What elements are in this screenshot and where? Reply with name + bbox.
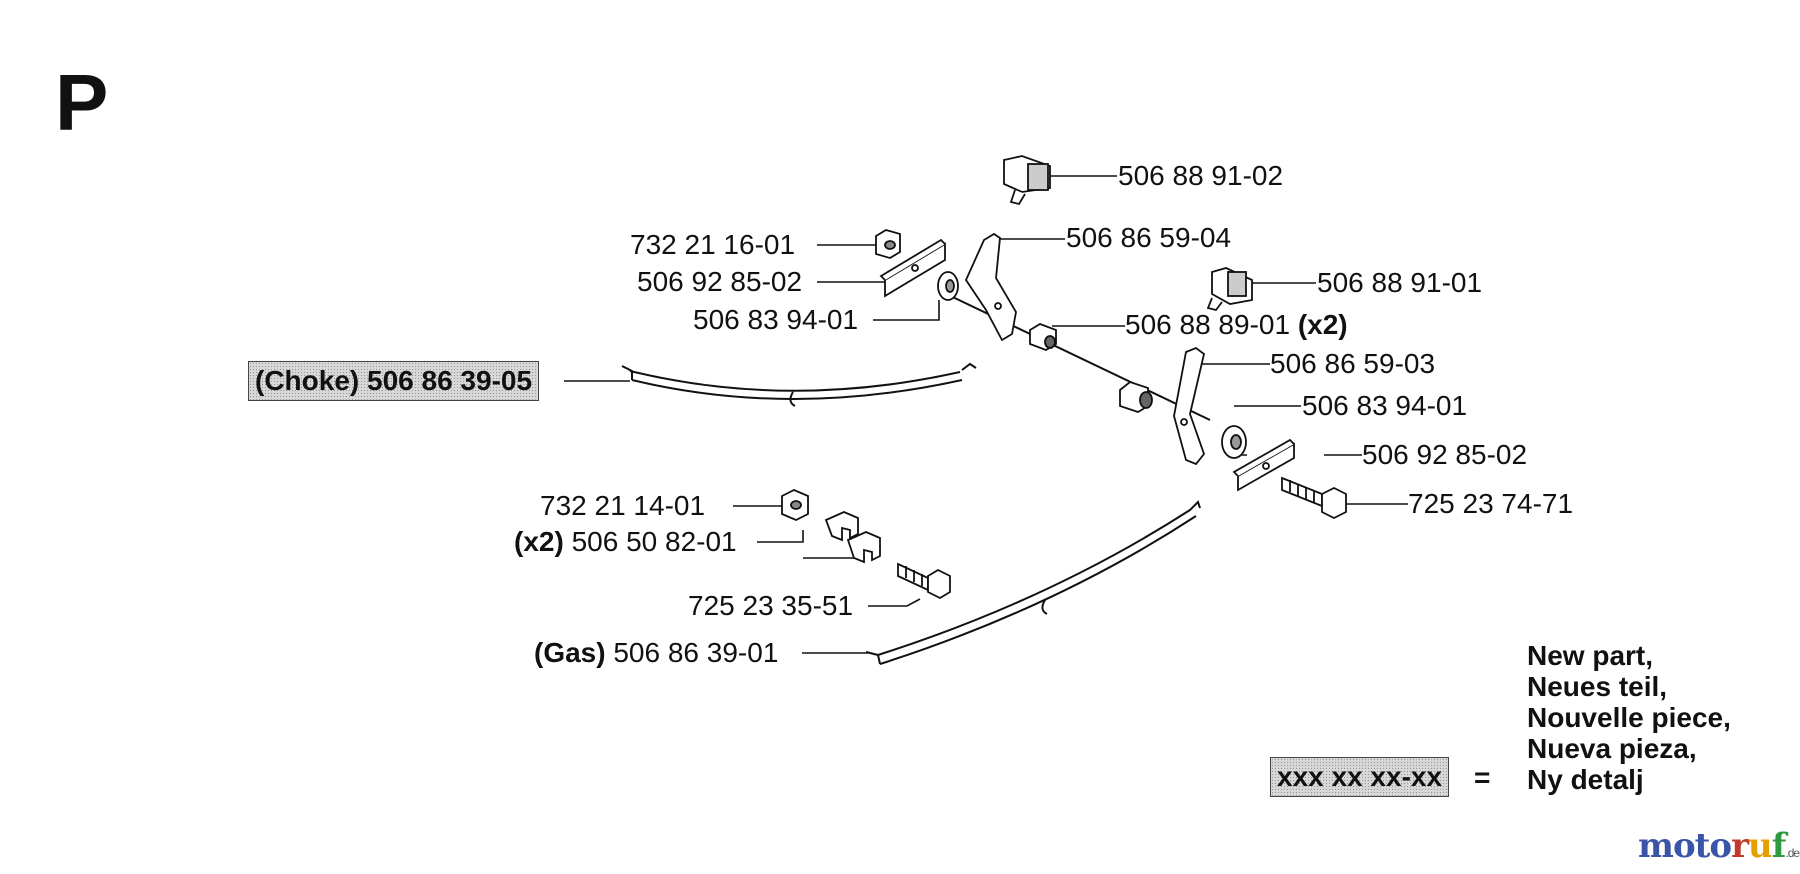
choke-prefix: (Choke) <box>255 365 360 396</box>
choke-cable-shape <box>621 362 977 407</box>
plate-upper <box>879 238 946 298</box>
screw-left <box>897 562 951 600</box>
quantity-x2: (x2) <box>514 526 564 557</box>
part-label-506839401-upper: 506 83 94-01 <box>693 304 859 335</box>
part-label-506839401-lower: 506 83 94-01 <box>1302 390 1468 421</box>
plate-lower <box>1232 438 1295 492</box>
legend-line: Nouvelle piece, <box>1527 702 1731 733</box>
watermark-letter: r <box>1731 826 1749 866</box>
lever-upper <box>964 232 1017 342</box>
legend-line: Ny detalj <box>1527 764 1644 795</box>
bushing-lower <box>1119 380 1153 413</box>
part-label-732211401: 732 21 14-01 <box>540 490 706 521</box>
watermark-text: motoruf <box>1638 826 1787 866</box>
legend-line: New part, <box>1527 640 1654 671</box>
watermark-letter: o <box>1672 826 1696 866</box>
watermark-letter: o <box>1709 826 1732 866</box>
part-label-725233551: 725 23 35-51 <box>688 590 854 621</box>
part-label-506889101: 506 88 91-01 <box>1317 267 1483 298</box>
gas-prefix: (Gas) <box>534 637 606 668</box>
washer-upper <box>937 271 959 301</box>
watermark-letter: u <box>1748 826 1773 866</box>
part-label-506865904: 506 86 59-04 <box>1066 222 1232 253</box>
legend-line: Neues teil, <box>1527 671 1668 702</box>
part-number: 506 88 89-01 <box>1125 309 1291 340</box>
part-label-506865903: 506 86 59-03 <box>1270 348 1436 379</box>
bushing-upper <box>1029 323 1057 351</box>
watermark-letter: t <box>1694 826 1711 866</box>
gas-cable-label: (Gas) 506 86 39-01 <box>534 637 778 669</box>
leader-lines <box>564 175 1408 654</box>
part-label-506889102: 506 88 91-02 <box>1118 160 1284 191</box>
legend-line: Nueva pieza, <box>1527 733 1697 764</box>
clamp-1 <box>824 511 859 542</box>
legend-new-part-box: xxx xx xx-xx <box>1270 757 1450 797</box>
screw-right <box>1281 476 1347 520</box>
part-label-506928502-lower: 506 92 85-02 <box>1362 439 1528 470</box>
watermark-suffix: .de <box>1785 846 1800 860</box>
choke-part-number: 506 86 39-05 <box>367 365 533 396</box>
section-letter: P <box>55 58 109 147</box>
clamp-2 <box>846 531 881 564</box>
gas-part-number: 506 86 39-01 <box>613 637 779 668</box>
watermark-logo[interactable]: motoruf.de <box>1638 826 1800 866</box>
knob-right <box>1206 267 1253 312</box>
nut-upper <box>875 229 901 259</box>
watermark-letter: m <box>1638 826 1674 866</box>
watermark-letter: f <box>1771 826 1787 866</box>
part-label-506508201: (x2) 506 50 82-01 <box>514 526 737 558</box>
lever-lower <box>1173 346 1206 466</box>
quantity-x2: (x2) <box>1297 309 1348 340</box>
part-label-506928502-upper: 506 92 85-02 <box>637 266 803 297</box>
knob-top <box>1003 155 1051 206</box>
shaft <box>937 289 1211 421</box>
part-label-506888901: 506 88 89-01 (x2) <box>1125 309 1348 341</box>
legend-equals: = <box>1474 762 1491 793</box>
part-number: 506 50 82-01 <box>571 526 737 557</box>
legend-text: New part, Neues teil, Nouvelle piece, Nu… <box>1527 640 1731 795</box>
washer-lower <box>1221 425 1247 459</box>
gas-cable-shape <box>865 500 1201 665</box>
part-label-725237471: 725 23 74-71 <box>1408 488 1574 519</box>
choke-cable-label: (Choke) 506 86 39-05 <box>248 361 540 401</box>
part-label-732211601: 732 21 16-01 <box>630 229 796 260</box>
nut-lower <box>781 489 809 521</box>
